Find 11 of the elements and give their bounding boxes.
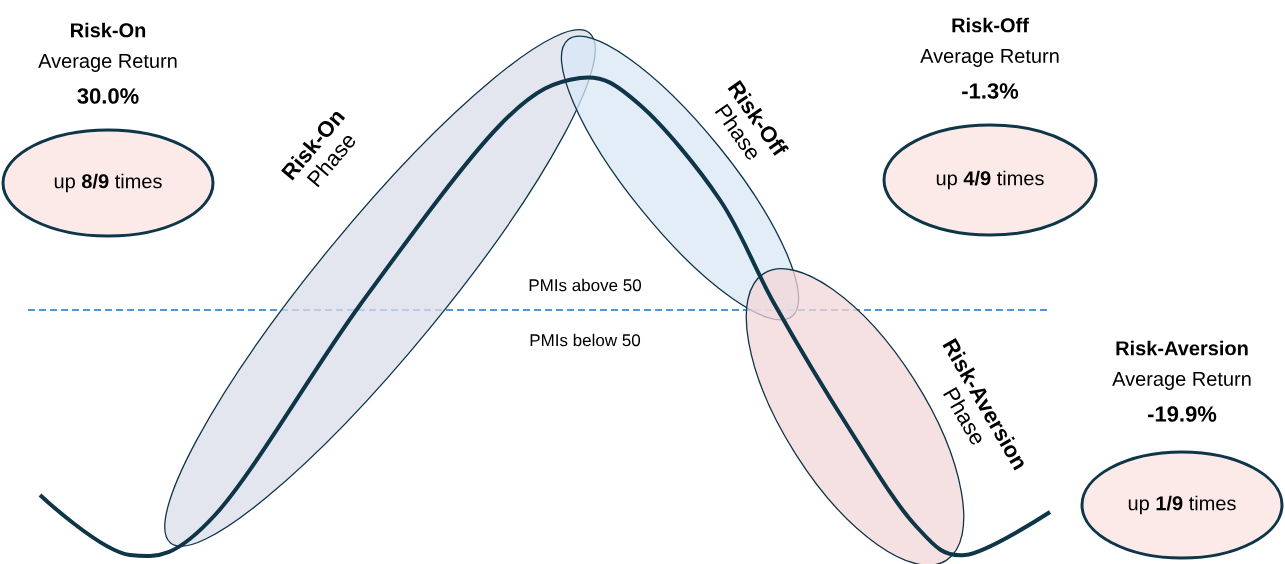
- phase-title: Risk-Aversion: [1116, 340, 1248, 356]
- threshold-label: PMIs above 50: [529, 278, 642, 292]
- return-value: -19.9%: [1148, 406, 1217, 422]
- return-caption: Average Return: [38, 54, 177, 72]
- return-value: -1.3%: [962, 83, 1019, 99]
- return-caption: Average Return: [920, 49, 1059, 67]
- phase-title: Risk-On: [71, 22, 146, 38]
- return-caption: Average Return: [1112, 372, 1251, 390]
- return-value: 30.0%: [77, 88, 139, 104]
- threshold-label: PMIs below 50: [530, 333, 641, 347]
- phase-title: Risk-Off: [952, 17, 1029, 33]
